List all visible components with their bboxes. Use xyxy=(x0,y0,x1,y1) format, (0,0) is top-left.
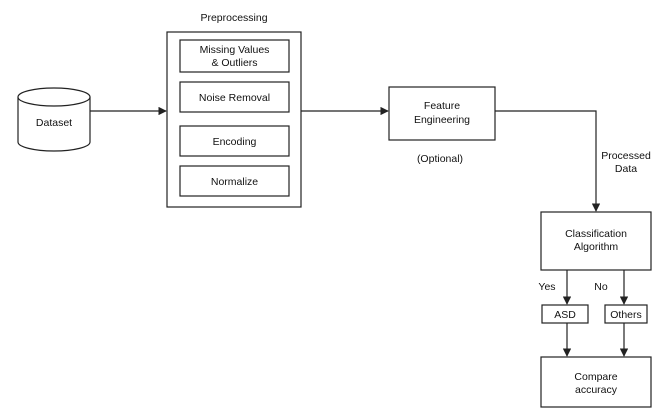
compare-box xyxy=(540,356,652,408)
step-missing-values: Missing Values & Outliers xyxy=(179,39,290,73)
feature-engineering-line-1: Feature xyxy=(424,100,460,112)
classification-node: Classification Algorithm xyxy=(540,211,652,271)
step-line-1: Missing Values xyxy=(200,44,270,56)
classification-line-1: Classification xyxy=(565,228,627,240)
optional-note: (Optional) xyxy=(417,153,463,165)
feature-engineering-line-2: Engineering xyxy=(414,114,470,126)
step-box xyxy=(179,165,290,197)
processed-data-line-1: Processed xyxy=(601,150,651,162)
asd-box xyxy=(541,304,589,324)
feature-engineering-node: Feature Engineering (Optional) xyxy=(388,86,496,165)
step-line-2: & Outliers xyxy=(211,57,257,69)
asd-label: ASD xyxy=(554,309,576,321)
step-line-1: Encoding xyxy=(213,136,257,148)
yes-label: Yes xyxy=(538,281,555,293)
preprocessing-container: Missing Values & Outliers Noise Removal … xyxy=(166,31,302,208)
compare-node: Compare accuracy xyxy=(540,356,652,408)
step-box xyxy=(179,125,290,157)
compare-line-2: accuracy xyxy=(575,384,618,396)
others-box xyxy=(604,304,648,324)
processed-data-line-2: Data xyxy=(615,163,637,175)
dataset-cylinder-body xyxy=(17,97,91,152)
feature-engineering-box xyxy=(388,86,496,141)
dataset-cylinder-top xyxy=(17,87,91,107)
step-box xyxy=(179,81,290,113)
step-line-1: Normalize xyxy=(211,176,258,188)
step-box xyxy=(179,39,290,73)
preprocessing-title: Preprocessing xyxy=(200,12,267,24)
dataset-node: Dataset xyxy=(17,87,91,152)
asd-node: ASD xyxy=(541,304,589,324)
arrow-feature-to-classification xyxy=(495,110,601,212)
step-line-1: Noise Removal xyxy=(199,92,270,104)
classification-box xyxy=(540,211,652,271)
compare-line-1: Compare xyxy=(574,371,617,383)
step-noise-removal: Noise Removal xyxy=(179,81,290,113)
others-label: Others xyxy=(610,309,642,321)
step-normalize: Normalize xyxy=(179,165,290,197)
dataset-label: Dataset xyxy=(36,117,72,129)
classification-line-2: Algorithm xyxy=(574,241,619,253)
no-label: No xyxy=(594,281,608,293)
step-encoding: Encoding xyxy=(179,125,290,157)
others-node: Others xyxy=(604,304,648,324)
